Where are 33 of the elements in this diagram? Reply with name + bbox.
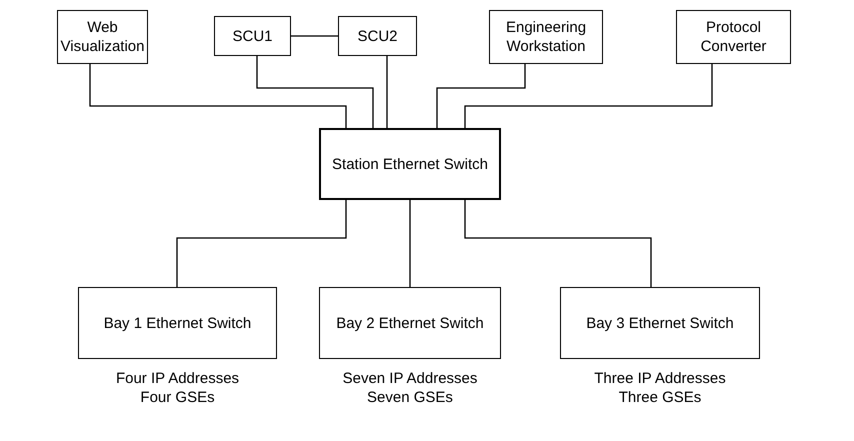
connector-line <box>464 64 713 128</box>
connector-line <box>89 64 347 128</box>
device-box <box>78 287 277 359</box>
box-label: Bay 1 Ethernet Switch <box>104 314 252 332</box>
connector-line <box>436 64 526 128</box>
connector-line <box>176 200 347 287</box>
address-note: Three GSEs <box>618 388 702 407</box>
device-box <box>319 287 501 359</box>
switch-box <box>319 128 501 200</box>
connector-line <box>291 35 338 37</box>
box-label: Protocol Converter <box>700 18 768 56</box>
device-box <box>338 16 417 56</box>
box-label: Engineering Workstation <box>504 18 588 56</box>
connector-line <box>386 56 388 128</box>
address-note: Seven IP Addresses <box>342 369 478 388</box>
box-label: Station Ethernet Switch <box>332 154 488 174</box>
address-note: Four GSEs <box>140 388 215 407</box>
device-box <box>57 10 148 64</box>
box-label: Bay 2 Ethernet Switch <box>336 314 484 332</box>
box-label: SCU2 <box>357 26 398 46</box>
box-label: Bay 3 Ethernet Switch <box>586 314 734 332</box>
device-box <box>560 287 760 359</box>
connector-line <box>464 200 652 287</box>
box-label: Web Visualization <box>60 18 144 56</box>
address-note: Four IP Addresses <box>116 369 240 388</box>
device-box <box>214 16 291 56</box>
connector-line <box>256 56 374 128</box>
address-note: Three IP Addresses <box>594 369 726 388</box>
connector-line <box>409 200 411 287</box>
device-box <box>489 10 603 64</box>
address-note: Seven GSEs <box>367 388 453 407</box>
device-box <box>676 10 791 64</box>
box-label: SCU1 <box>232 26 272 46</box>
